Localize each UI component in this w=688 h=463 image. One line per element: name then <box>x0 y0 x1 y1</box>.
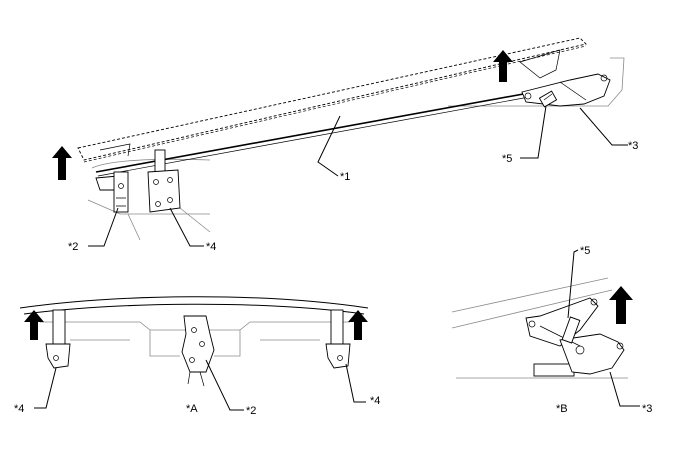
front-view <box>19 296 369 411</box>
callout-B: *B <box>556 403 568 415</box>
hood-hinge-detail <box>525 297 625 375</box>
hood-hinge-left-front <box>45 309 71 369</box>
up-arrow-icon <box>609 286 633 324</box>
callout-5-top: *5 <box>502 153 512 165</box>
hood-stay-detail <box>561 316 581 344</box>
callout-4-right: *4 <box>370 395 380 407</box>
hood-lock-top <box>95 171 129 213</box>
up-arrow-icon <box>24 310 44 340</box>
callout-2-bottom: *2 <box>246 405 256 417</box>
up-arrow-icon <box>52 146 72 180</box>
callout-3-top: *3 <box>628 140 638 152</box>
hood-hinge-right-front <box>325 309 351 369</box>
hood-hinge-left-top <box>147 149 181 213</box>
up-arrow-icon <box>493 50 513 82</box>
callout-4-left: *4 <box>14 403 24 415</box>
callout-2-top: *2 <box>68 241 78 253</box>
callout-5-detail: *5 <box>580 245 590 257</box>
hood-lock-front <box>181 315 215 387</box>
hood-stay-top <box>538 90 558 108</box>
hood-panel <box>77 37 601 177</box>
up-arrow-icon <box>348 310 368 340</box>
callout-1: *1 <box>340 171 350 183</box>
hood-side-view <box>52 37 628 247</box>
hinge-detail-view <box>451 249 640 407</box>
callout-A: *A <box>186 403 198 415</box>
callout-3-detail: *3 <box>642 403 652 415</box>
hood-hinge-right <box>521 73 611 107</box>
callout-4-top: *4 <box>206 241 216 253</box>
